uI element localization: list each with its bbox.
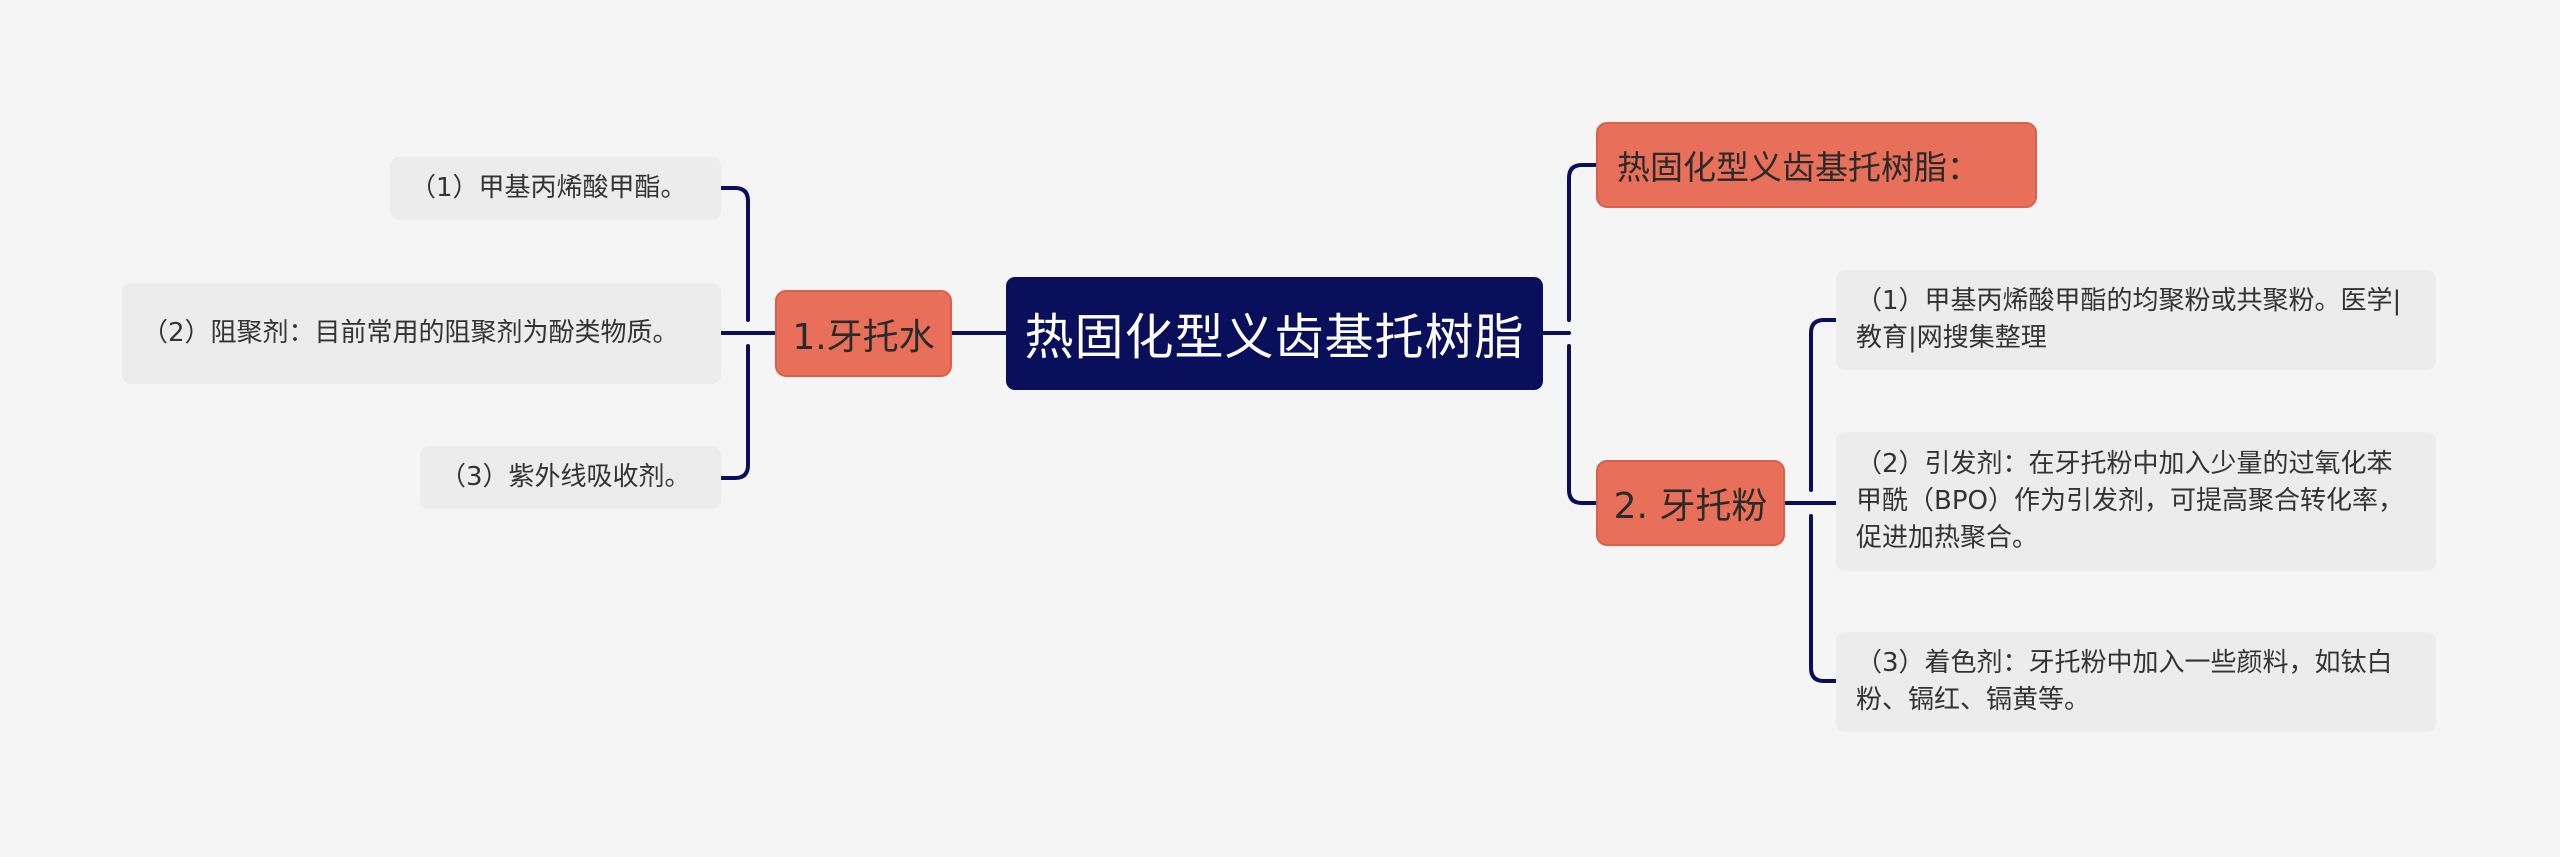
leaf-node-text: （2）阻聚剂：目前常用的阻聚剂为酚类物质。 bbox=[142, 318, 679, 348]
branch-node-label: 1.牙托水 bbox=[792, 316, 935, 358]
leaf-node-text: （3）着色剂：牙托粉中加入一些颜料，如钛白粉、镉红、镉黄等。 bbox=[1856, 648, 2393, 715]
connector-right-top-branch bbox=[1567, 163, 1598, 322]
leaf-node-text: （3）紫外线吸收剂。 bbox=[440, 462, 691, 492]
leaf-node-text: （1）甲基丙烯酸甲酯。 bbox=[410, 173, 687, 203]
leaf-node-text: （1）甲基丙烯酸甲酯的均聚粉或共聚粉。医学|教育|网搜集整理 bbox=[1856, 286, 2402, 353]
leaf-node[interactable]: （1）甲基丙烯酸甲酯。 bbox=[390, 157, 721, 220]
leaf-node[interactable]: （1）甲基丙烯酸甲酯的均聚粉或共聚粉。医学|教育|网搜集整理 bbox=[1836, 270, 2436, 370]
connector-right-leaf-3 bbox=[1809, 514, 1838, 683]
branch-node-label: 2. 牙托粉 bbox=[1613, 486, 1768, 527]
leaf-node[interactable]: （2）阻聚剂：目前常用的阻聚剂为酚类物质。 bbox=[122, 283, 721, 384]
branch-node-heading[interactable]: 热固化型义齿基托树脂： bbox=[1596, 122, 2037, 208]
branch-node-label: 热固化型义齿基托树脂： bbox=[1617, 148, 1980, 187]
branch-node-denture-liquid[interactable]: 1.牙托水 bbox=[775, 290, 952, 377]
root-node-label: 热固化型义齿基托树脂 bbox=[1024, 309, 1525, 366]
leaf-node[interactable]: （3）紫外线吸收剂。 bbox=[420, 446, 721, 509]
root-node[interactable]: 热固化型义齿基托树脂 bbox=[1006, 277, 1543, 390]
leaf-node[interactable]: （3）着色剂：牙托粉中加入一些颜料，如钛白粉、镉红、镉黄等。 bbox=[1836, 632, 2436, 732]
connector-right-branch bbox=[1567, 344, 1598, 505]
connector-left-leaf-3 bbox=[719, 344, 750, 480]
leaf-node[interactable]: （2）引发剂：在牙托粉中加入少量的过氧化苯甲酰（BPO）作为引发剂，可提高聚合转… bbox=[1836, 432, 2436, 571]
leaf-node-text: （2）引发剂：在牙托粉中加入少量的过氧化苯甲酰（BPO）作为引发剂，可提高聚合转… bbox=[1856, 449, 2404, 553]
branch-node-denture-powder[interactable]: 2. 牙托粉 bbox=[1596, 460, 1785, 546]
connector-right-leaf-1 bbox=[1809, 318, 1838, 492]
connector-left-leaf-1 bbox=[719, 186, 750, 322]
